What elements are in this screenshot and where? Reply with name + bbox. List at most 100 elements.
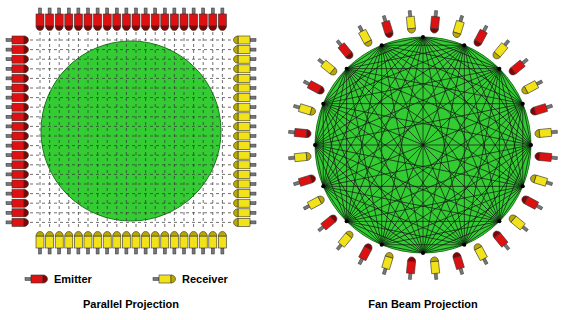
sensor-lead — [125, 248, 128, 254]
fan-beam-line — [315, 145, 423, 253]
sensor-lead — [211, 248, 214, 254]
emitter-icon — [6, 180, 29, 188]
sensor-lead — [87, 8, 90, 14]
receiver-icon — [74, 232, 82, 255]
sensor-dome — [24, 94, 29, 102]
sensor-dome — [535, 152, 540, 160]
beam-line — [30, 203, 232, 204]
sensor-body — [151, 14, 159, 26]
sensor-dome — [234, 190, 239, 198]
sensor-body — [12, 113, 24, 121]
receiver-icon — [122, 232, 130, 255]
sensor-lead — [459, 268, 464, 275]
sensor-lead — [459, 15, 464, 22]
sensor-dome — [74, 26, 82, 31]
sensor-dome — [310, 107, 317, 116]
sensor-lead — [6, 39, 12, 42]
fan-beam-line — [499, 186, 522, 221]
sensor-body — [238, 103, 250, 111]
sensor-dome — [43, 275, 48, 283]
sensor-dome — [234, 84, 239, 92]
emitter-icon — [161, 8, 169, 31]
sensor-body — [65, 236, 73, 248]
beam-line — [30, 97, 232, 98]
legend-text: Emitter — [54, 273, 92, 286]
sensor-body — [238, 170, 250, 178]
fan-beam-line — [347, 186, 523, 221]
sensor-dome — [234, 209, 239, 217]
sensor-body — [294, 153, 307, 162]
emitter-icon — [65, 8, 73, 31]
sensor-body — [238, 209, 250, 217]
sensor-lead — [58, 248, 61, 254]
sensor-dome — [24, 190, 29, 198]
emitter-icon — [334, 38, 354, 60]
legend-icons — [25, 275, 176, 283]
sensor-lead — [6, 154, 12, 157]
fan-beam-line — [315, 145, 347, 221]
receiver-icon — [142, 232, 150, 255]
sensor-body — [170, 236, 178, 248]
sensor-dome — [306, 130, 311, 138]
sensor-dome — [234, 218, 239, 226]
sensor-body — [539, 152, 552, 161]
sensor-dome — [180, 26, 188, 31]
sensor-lead — [192, 248, 195, 254]
receiver-icon — [452, 15, 466, 39]
sensor-body — [238, 65, 250, 73]
emitter-icon — [520, 194, 544, 212]
sensor-body — [238, 142, 250, 150]
receiver-icon — [234, 103, 257, 111]
beam-line — [145, 32, 146, 230]
sensor-dome — [24, 142, 29, 150]
sensor-body — [406, 261, 415, 274]
sensor-body — [55, 236, 63, 248]
sensor-body — [142, 14, 150, 26]
sensor-body — [12, 55, 24, 63]
fan-beam-line — [347, 69, 382, 245]
sensor-dome — [234, 199, 239, 207]
sensor-dome — [24, 36, 29, 44]
sensor-dome — [218, 26, 226, 31]
sensor-dome — [151, 232, 159, 237]
emitter-icon — [199, 8, 207, 31]
sensor-dome — [84, 232, 92, 237]
sensor-dome — [530, 174, 537, 183]
receiver-icon — [234, 209, 257, 217]
sensor-lead — [551, 130, 557, 134]
fan-beam-line — [382, 244, 465, 245]
sensor-lead — [250, 67, 256, 70]
sensor-dome — [408, 257, 416, 262]
beam-line — [155, 32, 156, 230]
fan-beam-line — [347, 69, 423, 253]
sensor-lead — [202, 8, 205, 14]
receiver-icon — [234, 94, 257, 102]
receiver-icon — [161, 232, 169, 255]
sensor-lead — [115, 248, 118, 254]
sensor-dome — [408, 28, 416, 33]
fan-beam-line — [423, 104, 523, 253]
sensor-dome — [46, 26, 54, 31]
sensor-dome — [318, 195, 326, 204]
sensor-body — [103, 14, 111, 26]
sensor-lead — [221, 248, 224, 254]
sensor-body — [238, 151, 250, 159]
beam-line — [40, 32, 41, 230]
sensor-body — [238, 94, 250, 102]
sensor-body — [36, 14, 44, 26]
sensor-lead — [163, 8, 166, 14]
sensor-dome — [65, 232, 73, 237]
beam-line — [203, 32, 204, 230]
beam-line — [30, 174, 232, 175]
sensor-lead — [289, 156, 295, 160]
receiver-icon — [55, 232, 63, 255]
beam-line — [30, 116, 232, 117]
emitter-icon — [142, 8, 150, 31]
sensor-body — [12, 36, 24, 44]
sensor-body — [238, 180, 250, 188]
fan-beam-line — [347, 69, 531, 145]
beam-line — [30, 107, 232, 108]
beam-line — [30, 155, 232, 156]
sensor-lead — [250, 202, 256, 205]
sensor-dome — [535, 130, 540, 138]
